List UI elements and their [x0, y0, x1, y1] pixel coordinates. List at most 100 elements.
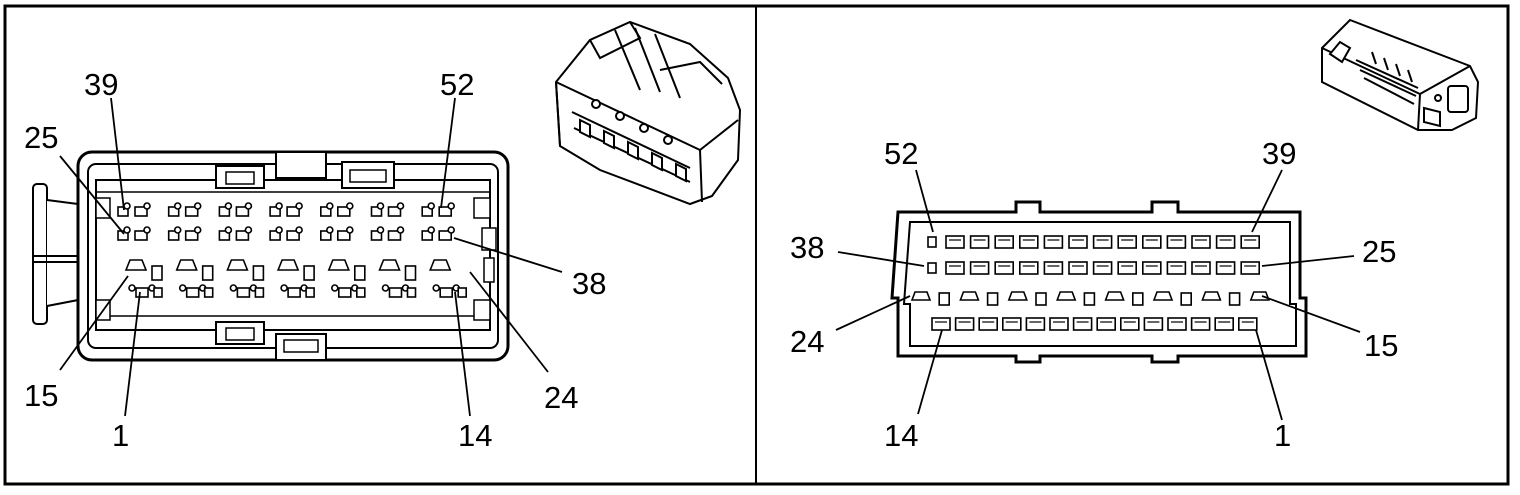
pin-cavity: [1190, 317, 1211, 331]
pin-cavity: [969, 261, 990, 275]
right-pin-array: [910, 235, 1270, 331]
pin-cavity: [1049, 317, 1069, 331]
pin-cavity: [1167, 317, 1187, 331]
pin-cavity: [421, 226, 456, 241]
pin-cavity: [280, 284, 315, 298]
pin-cavity: [1117, 261, 1137, 275]
connector-header-3d-icon: [1321, 18, 1480, 131]
pin-cavity: [1096, 317, 1116, 331]
label-pin-1-left: 1: [112, 418, 129, 453]
pin-cavity: [1152, 291, 1174, 301]
pin-cavity: [421, 202, 456, 217]
pin-cavity: [1201, 291, 1222, 301]
pin-cavity: [370, 202, 405, 217]
left-connector-view: 39 52 25 38 15 1 14 24: [24, 20, 742, 453]
pin-cavity: [1240, 235, 1260, 249]
label-pin-15-left: 15: [24, 378, 58, 413]
right-leader-lines: [835, 169, 1361, 421]
pin-cavity: [218, 202, 253, 217]
label-pin-1-right: 1: [1274, 418, 1291, 453]
pin-cavity: [1180, 292, 1192, 306]
pin-cavity: [218, 226, 253, 241]
pin-cavity: [959, 291, 980, 301]
pin-cavity: [1191, 261, 1211, 275]
pin-cavity: [1191, 235, 1211, 249]
right-connector-view: 52 39 38 25 24 15 14 1: [790, 18, 1480, 453]
pin-cavity: [945, 261, 965, 275]
pin-cavity: [269, 202, 303, 217]
pin-cavity: [1142, 261, 1162, 275]
connector-side-latch: [32, 183, 96, 325]
pin-cavity-large: [429, 259, 452, 271]
label-pin-52-left: 52: [440, 67, 474, 102]
pin-cavity: [1166, 261, 1187, 275]
right-connector-body: [890, 200, 1308, 364]
pin-cavity: [1007, 291, 1028, 301]
label-pin-52-right: 52: [884, 136, 918, 171]
pin-cavity: [1001, 317, 1022, 331]
pin-cavity: [229, 284, 265, 298]
pin-cavity: [178, 284, 214, 298]
left-leader-lines: [59, 97, 563, 417]
pin-cavity-large: [124, 259, 163, 281]
pin-cavity: [931, 317, 951, 331]
pin-cavity: [945, 235, 965, 249]
label-pin-39-left: 39: [84, 67, 118, 102]
pin-cavity: [994, 235, 1015, 249]
pin-cavity: [1072, 317, 1093, 331]
pin-cavity: [319, 202, 354, 217]
pin-cavity: [1249, 291, 1270, 301]
pin-cavity: [117, 226, 151, 241]
pin-cavity: [938, 292, 951, 306]
pin-cavity-large: [378, 259, 417, 281]
label-pin-24-left: 24: [544, 380, 578, 415]
pin-cavity: [1018, 261, 1039, 275]
label-pin-25-right: 25: [1362, 234, 1396, 269]
pin-cavity: [381, 284, 417, 298]
pin-cavity: [330, 284, 366, 298]
pin-cavity: [986, 292, 999, 306]
pin-cavity: [1056, 291, 1077, 301]
pin-cavity-large: [226, 259, 265, 281]
pin-cavity: [1092, 261, 1113, 275]
connector-harness-3d-icon: [554, 20, 742, 206]
pin-cavity: [128, 284, 163, 298]
pin-cavity: [432, 284, 468, 298]
pin-cavity: [1035, 292, 1047, 306]
pin-cavity: [954, 317, 975, 331]
pin-cavity: [1025, 317, 1046, 331]
pin-cavity: [1214, 317, 1234, 331]
pin-cavity: [927, 236, 937, 248]
pin-cavity: [1166, 235, 1187, 249]
label-pin-38-right: 38: [790, 230, 824, 265]
pin-cavity: [167, 226, 202, 241]
left-pin-array: [117, 202, 468, 298]
label-pin-39-right: 39: [1262, 136, 1296, 171]
pin-cavity: [1104, 291, 1125, 301]
pin-cavity: [1120, 317, 1140, 331]
pin-cavity-large: [175, 259, 214, 281]
pin-cavity: [1043, 235, 1064, 249]
pin-cavity: [1142, 235, 1162, 249]
pin-cavity: [1238, 317, 1258, 331]
pin-cavity: [1117, 235, 1137, 249]
pin-cavity: [1068, 261, 1088, 275]
label-pin-24-right: 24: [790, 324, 824, 359]
pin-cavity: [994, 261, 1015, 275]
pin-cavity: [167, 202, 202, 217]
pin-cavity: [927, 262, 937, 274]
pin-cavity: [1132, 292, 1144, 306]
pin-cavity: [978, 317, 999, 331]
label-pin-14-left: 14: [458, 418, 492, 453]
pin-cavity: [910, 291, 932, 301]
pin-cavity: [1068, 235, 1088, 249]
label-pin-38-left: 38: [572, 266, 606, 301]
pin-cavity: [1043, 261, 1064, 275]
pin-cavity: [319, 226, 354, 241]
pin-cavity: [269, 226, 303, 241]
pin-cavity: [1228, 292, 1241, 306]
pin-cavity: [969, 235, 990, 249]
label-pin-14-right: 14: [884, 418, 918, 453]
